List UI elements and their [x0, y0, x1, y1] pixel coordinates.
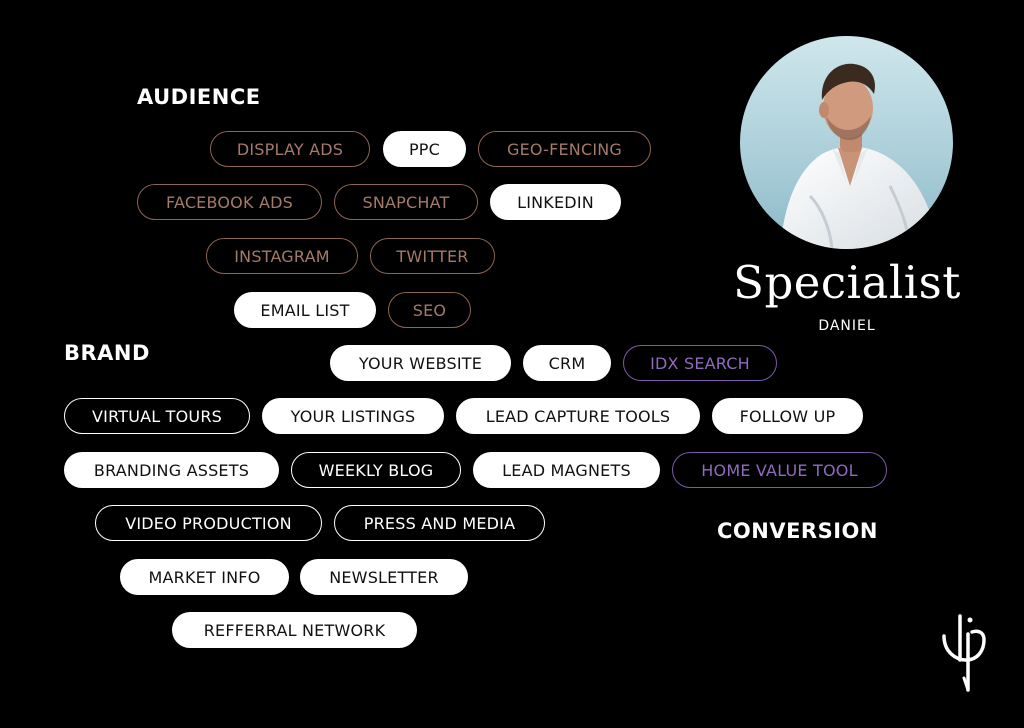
pill-press-and-media[interactable]: PRESS AND MEDIA: [334, 505, 545, 541]
pill-follow-up[interactable]: FOLLOW UP: [712, 398, 863, 434]
pill-email-list[interactable]: EMAIL LIST: [234, 292, 376, 328]
pill-market-info[interactable]: MARKET INFO: [120, 559, 289, 595]
pill-weekly-blog[interactable]: WEEKLY BLOG: [291, 452, 461, 488]
pill-instagram[interactable]: INSTAGRAM: [206, 238, 358, 274]
pill-idx-search[interactable]: IDX SEARCH: [623, 345, 777, 381]
avatar-photo-icon: [740, 36, 953, 249]
section-heading-conversion: CONVERSION: [717, 519, 878, 543]
pill-ppc[interactable]: PPC: [383, 131, 466, 167]
brand-logo-icon: [938, 612, 988, 699]
pill-lead-capture-tools[interactable]: LEAD CAPTURE TOOLS: [456, 398, 700, 434]
section-heading-audience: AUDIENCE: [137, 85, 261, 109]
pill-refferral-network[interactable]: REFFERRAL NETWORK: [172, 612, 417, 648]
pill-display-ads[interactable]: DISPLAY ADS: [210, 131, 370, 167]
pill-lead-magnets[interactable]: LEAD MAGNETS: [473, 452, 660, 488]
pill-home-value-tool[interactable]: HOME VALUE TOOL: [672, 452, 887, 488]
pill-seo[interactable]: SEO: [388, 292, 471, 328]
section-heading-brand: BRAND: [64, 341, 150, 365]
pill-twitter[interactable]: TWITTER: [370, 238, 495, 274]
pill-crm[interactable]: CRM: [523, 345, 611, 381]
pill-snapchat[interactable]: SNAPCHAT: [334, 184, 478, 220]
pill-your-website[interactable]: YOUR WEBSITE: [330, 345, 511, 381]
profile-title: Specialist: [733, 256, 961, 309]
pill-your-listings[interactable]: YOUR LISTINGS: [262, 398, 444, 434]
pill-newsletter[interactable]: NEWSLETTER: [300, 559, 468, 595]
pill-virtual-tours[interactable]: VIRTUAL TOURS: [64, 398, 250, 434]
pill-branding-assets[interactable]: BRANDING ASSETS: [64, 452, 279, 488]
pill-video-production[interactable]: VIDEO PRODUCTION: [95, 505, 322, 541]
pill-geo-fencing[interactable]: GEO-FENCING: [478, 131, 651, 167]
profile-name: DANIEL: [818, 318, 876, 334]
avatar: [740, 36, 953, 249]
pill-facebook-ads[interactable]: FACEBOOK ADS: [137, 184, 322, 220]
pill-linkedin[interactable]: LINKEDIN: [490, 184, 621, 220]
